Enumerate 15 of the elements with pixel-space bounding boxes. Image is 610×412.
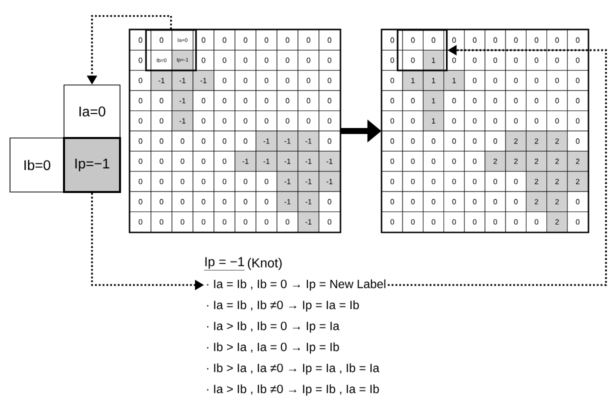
rule-text: · Ib > Ia , Ia ≠0 → Ip = Ia , Ib = Ia bbox=[207, 363, 380, 375]
value-box: Ia=0 bbox=[64, 84, 120, 138]
highlight-frame bbox=[396, 29, 448, 72]
rule-text: · Ia = Ib , Ib = 0 → Ip = New Label bbox=[207, 279, 386, 291]
rule-text: · Ia > Ib , Ib = 0 → Ip = Ia bbox=[207, 321, 340, 333]
rule-text: · Ia > Ib , Ib ≠0 → Ip = Ib , Ia = Ib bbox=[207, 384, 379, 396]
grid bbox=[128, 28, 342, 234]
rule-text: · Ia = Ib , Ib ≠0 → Ip = Ia = Ib bbox=[207, 300, 359, 312]
current-pixel-box: Ip=−1 bbox=[63, 137, 121, 193]
highlight-frame bbox=[145, 29, 197, 72]
rule-text: · Ib > Ia , Ia = 0 → Ip = Ib bbox=[207, 342, 339, 354]
heading: (Knot) bbox=[248, 258, 282, 270]
grid bbox=[380, 28, 590, 234]
heading: Ip = −1 bbox=[204, 257, 245, 270]
value-box: Ib=0 bbox=[10, 138, 64, 192]
